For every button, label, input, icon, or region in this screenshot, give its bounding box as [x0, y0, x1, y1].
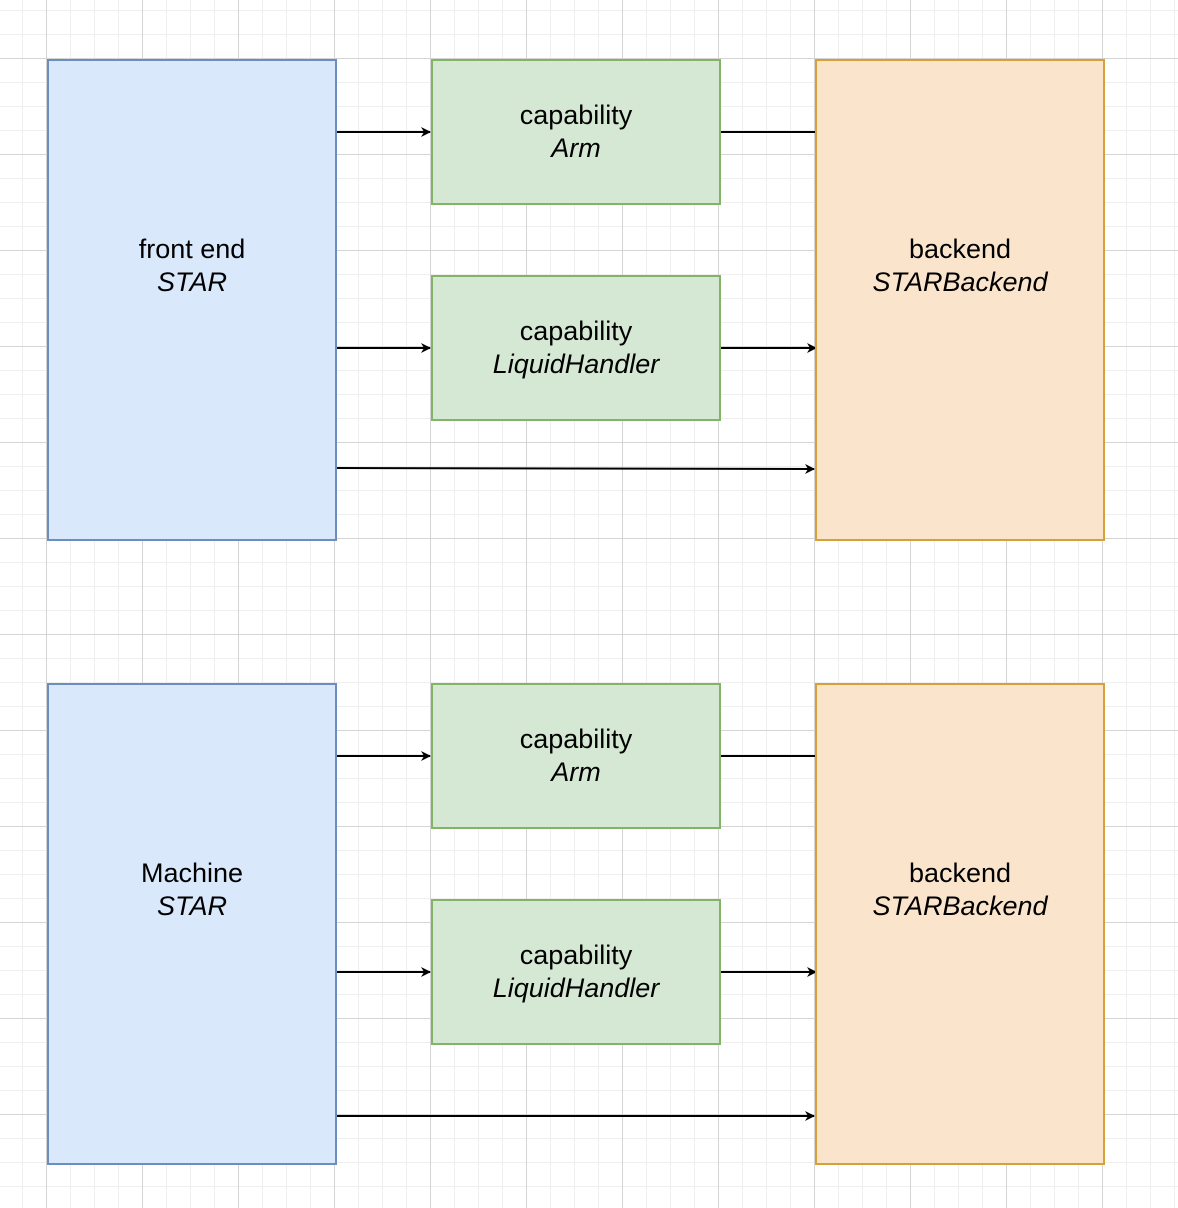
node-kind-label: capability — [519, 316, 633, 346]
node-kind-label: backend — [908, 858, 1012, 888]
node-kind-label: capability — [519, 724, 633, 754]
node-name-label: Arm — [551, 757, 601, 787]
node-name-label: STARBackend — [872, 891, 1048, 921]
capability-arm-box[interactable]: capability Arm — [431, 683, 721, 829]
edge-front-to-backend — [336, 463, 815, 474]
capability-liquidhandler-box[interactable]: capability LiquidHandler — [431, 899, 721, 1045]
capability-liquidhandler-box[interactable]: capability LiquidHandler — [431, 275, 721, 421]
backend-box[interactable]: backend STARBackend — [815, 683, 1105, 1165]
front-end-box[interactable]: front end STAR — [47, 59, 337, 541]
node-name-label: STAR — [156, 891, 227, 921]
node-name-label: LiquidHandler — [492, 349, 660, 379]
node-kind-label: capability — [519, 940, 633, 970]
node-kind-label: capability — [519, 100, 633, 130]
machine-box[interactable]: Machine STAR — [47, 683, 337, 1165]
node-kind-label: Machine — [140, 858, 244, 888]
node-name-label: STARBackend — [872, 267, 1048, 297]
node-kind-label: backend — [908, 234, 1012, 264]
capability-arm-box[interactable]: capability Arm — [431, 59, 721, 205]
backend-box[interactable]: backend STARBackend — [815, 59, 1105, 541]
node-name-label: LiquidHandler — [492, 973, 660, 1003]
node-name-label: STAR — [156, 267, 227, 297]
node-kind-label: front end — [138, 234, 246, 264]
node-name-label: Arm — [551, 133, 601, 163]
